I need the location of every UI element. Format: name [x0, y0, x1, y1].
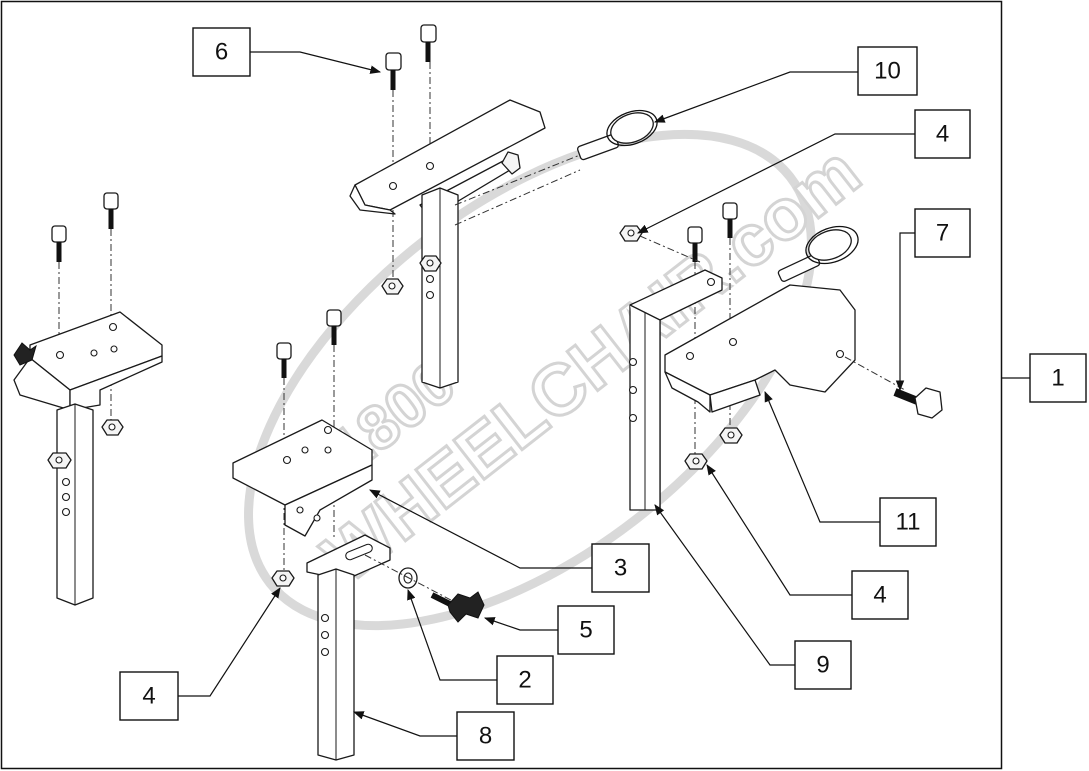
- callout-10: 10: [857, 46, 918, 96]
- callout-6-label: 6: [215, 39, 228, 66]
- callout-4-top-label: 4: [936, 121, 949, 148]
- callout-7: 7: [914, 208, 971, 258]
- callout-8-label: 8: [479, 723, 492, 750]
- callout-2: 2: [496, 655, 554, 705]
- callout-3-label: 3: [614, 555, 627, 582]
- callout-11: 11: [879, 497, 937, 547]
- hex-bolt-7: [893, 387, 943, 419]
- callout-9: 9: [794, 640, 852, 690]
- callout-6: 6: [192, 27, 251, 77]
- pull-pin-10: [577, 109, 658, 161]
- left-bracket-assembly: [13, 192, 163, 606]
- callout-2-label: 2: [518, 667, 531, 694]
- callout-1-label: 1: [1051, 365, 1064, 392]
- callout-3: 3: [591, 543, 650, 593]
- bolt-right-2: [722, 202, 738, 238]
- callout-4-top: 4: [914, 109, 971, 159]
- leader-lines: [178, 51, 1030, 737]
- bolt-left-1: [51, 225, 67, 262]
- pull-pin-right: [777, 225, 859, 282]
- bolt-top-2: [420, 24, 437, 62]
- callout-5-label: 5: [579, 617, 592, 644]
- callout-4-right: 4: [851, 570, 909, 620]
- callout-4-left-label: 4: [142, 683, 155, 710]
- callout-8: 8: [456, 711, 515, 761]
- bolt-left-2: [103, 192, 119, 229]
- center-bracket-assembly: [232, 309, 485, 761]
- bolt-right-1: [687, 226, 703, 262]
- callout-7-label: 7: [936, 220, 949, 247]
- right-bracket-assembly: [619, 202, 943, 511]
- callout-4-right-label: 4: [873, 582, 886, 609]
- top-bracket-assembly: [349, 24, 581, 389]
- diagram-frame: [0, 0, 1003, 770]
- callout-4-left: 4: [119, 671, 179, 721]
- callout-1: 1: [1029, 353, 1087, 403]
- callout-9-label: 9: [816, 652, 829, 679]
- bolt-center-2: [326, 309, 342, 345]
- callout-10-label: 10: [874, 58, 901, 85]
- bolt-center-1: [276, 342, 292, 378]
- callout-11-label: 11: [896, 509, 921, 536]
- bolt-top-1: [385, 52, 402, 90]
- star-knob-5: [430, 591, 485, 623]
- callout-5: 5: [557, 605, 615, 655]
